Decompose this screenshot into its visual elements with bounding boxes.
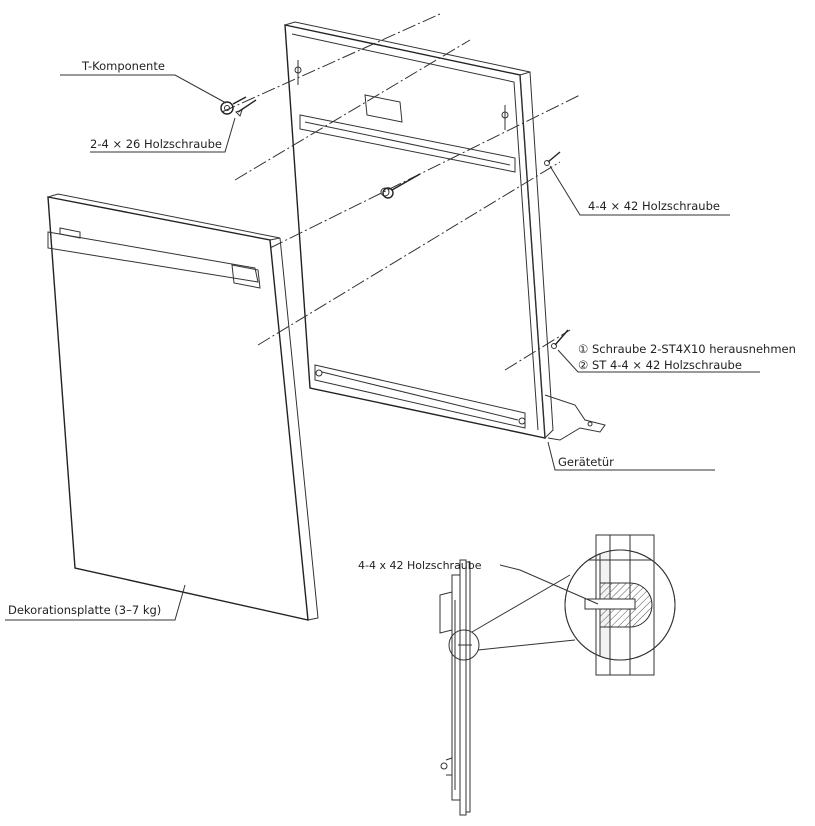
- screw-right-lower: [551, 329, 569, 349]
- screw-center: [382, 173, 421, 199]
- label-screw-4-4x42-top: 4-4 × 42 Holzschraube: [588, 199, 720, 213]
- label-appliance-door: Gerätetür: [558, 455, 614, 469]
- screw-right-top: [544, 151, 561, 166]
- label-step1-remove-screw: ① Schraube 2-ST4X10 herausnehmen: [578, 342, 796, 356]
- leader-lines: [5, 74, 760, 621]
- label-screw-2-4x26: 2-4 × 26 Holzschraube: [90, 137, 222, 151]
- side-view-detail: [439, 534, 676, 816]
- label-screw-4-4x42-detail: 4-4 x 42 Holzschraube: [358, 559, 482, 572]
- label-t-component: T-Komponente: [81, 59, 165, 73]
- t-component-part: [220, 96, 247, 115]
- label-decoration-panel: Dekorationsplatte (3–7 kg): [8, 603, 161, 617]
- alignment-lines: [221, 13, 581, 371]
- screw-upper-left: [235, 99, 257, 117]
- label-step2-screw: ② ST 4-4 × 42 Holzschraube: [578, 358, 742, 372]
- appliance-door: [284, 21, 606, 441]
- decoration-panel: [47, 193, 319, 621]
